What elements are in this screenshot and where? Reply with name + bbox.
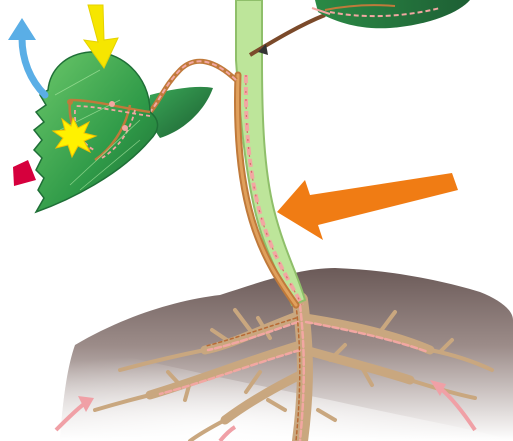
carbon-dioxide-arrow-icon — [13, 160, 36, 186]
stem — [236, 0, 305, 305]
water-vapor-arrow-icon — [8, 18, 45, 95]
vein-node — [109, 101, 115, 107]
vein-node — [122, 125, 128, 131]
vein-node — [67, 99, 73, 105]
upper-right-leaf — [250, 0, 470, 55]
stem-highlight-arrow-icon — [277, 173, 458, 240]
